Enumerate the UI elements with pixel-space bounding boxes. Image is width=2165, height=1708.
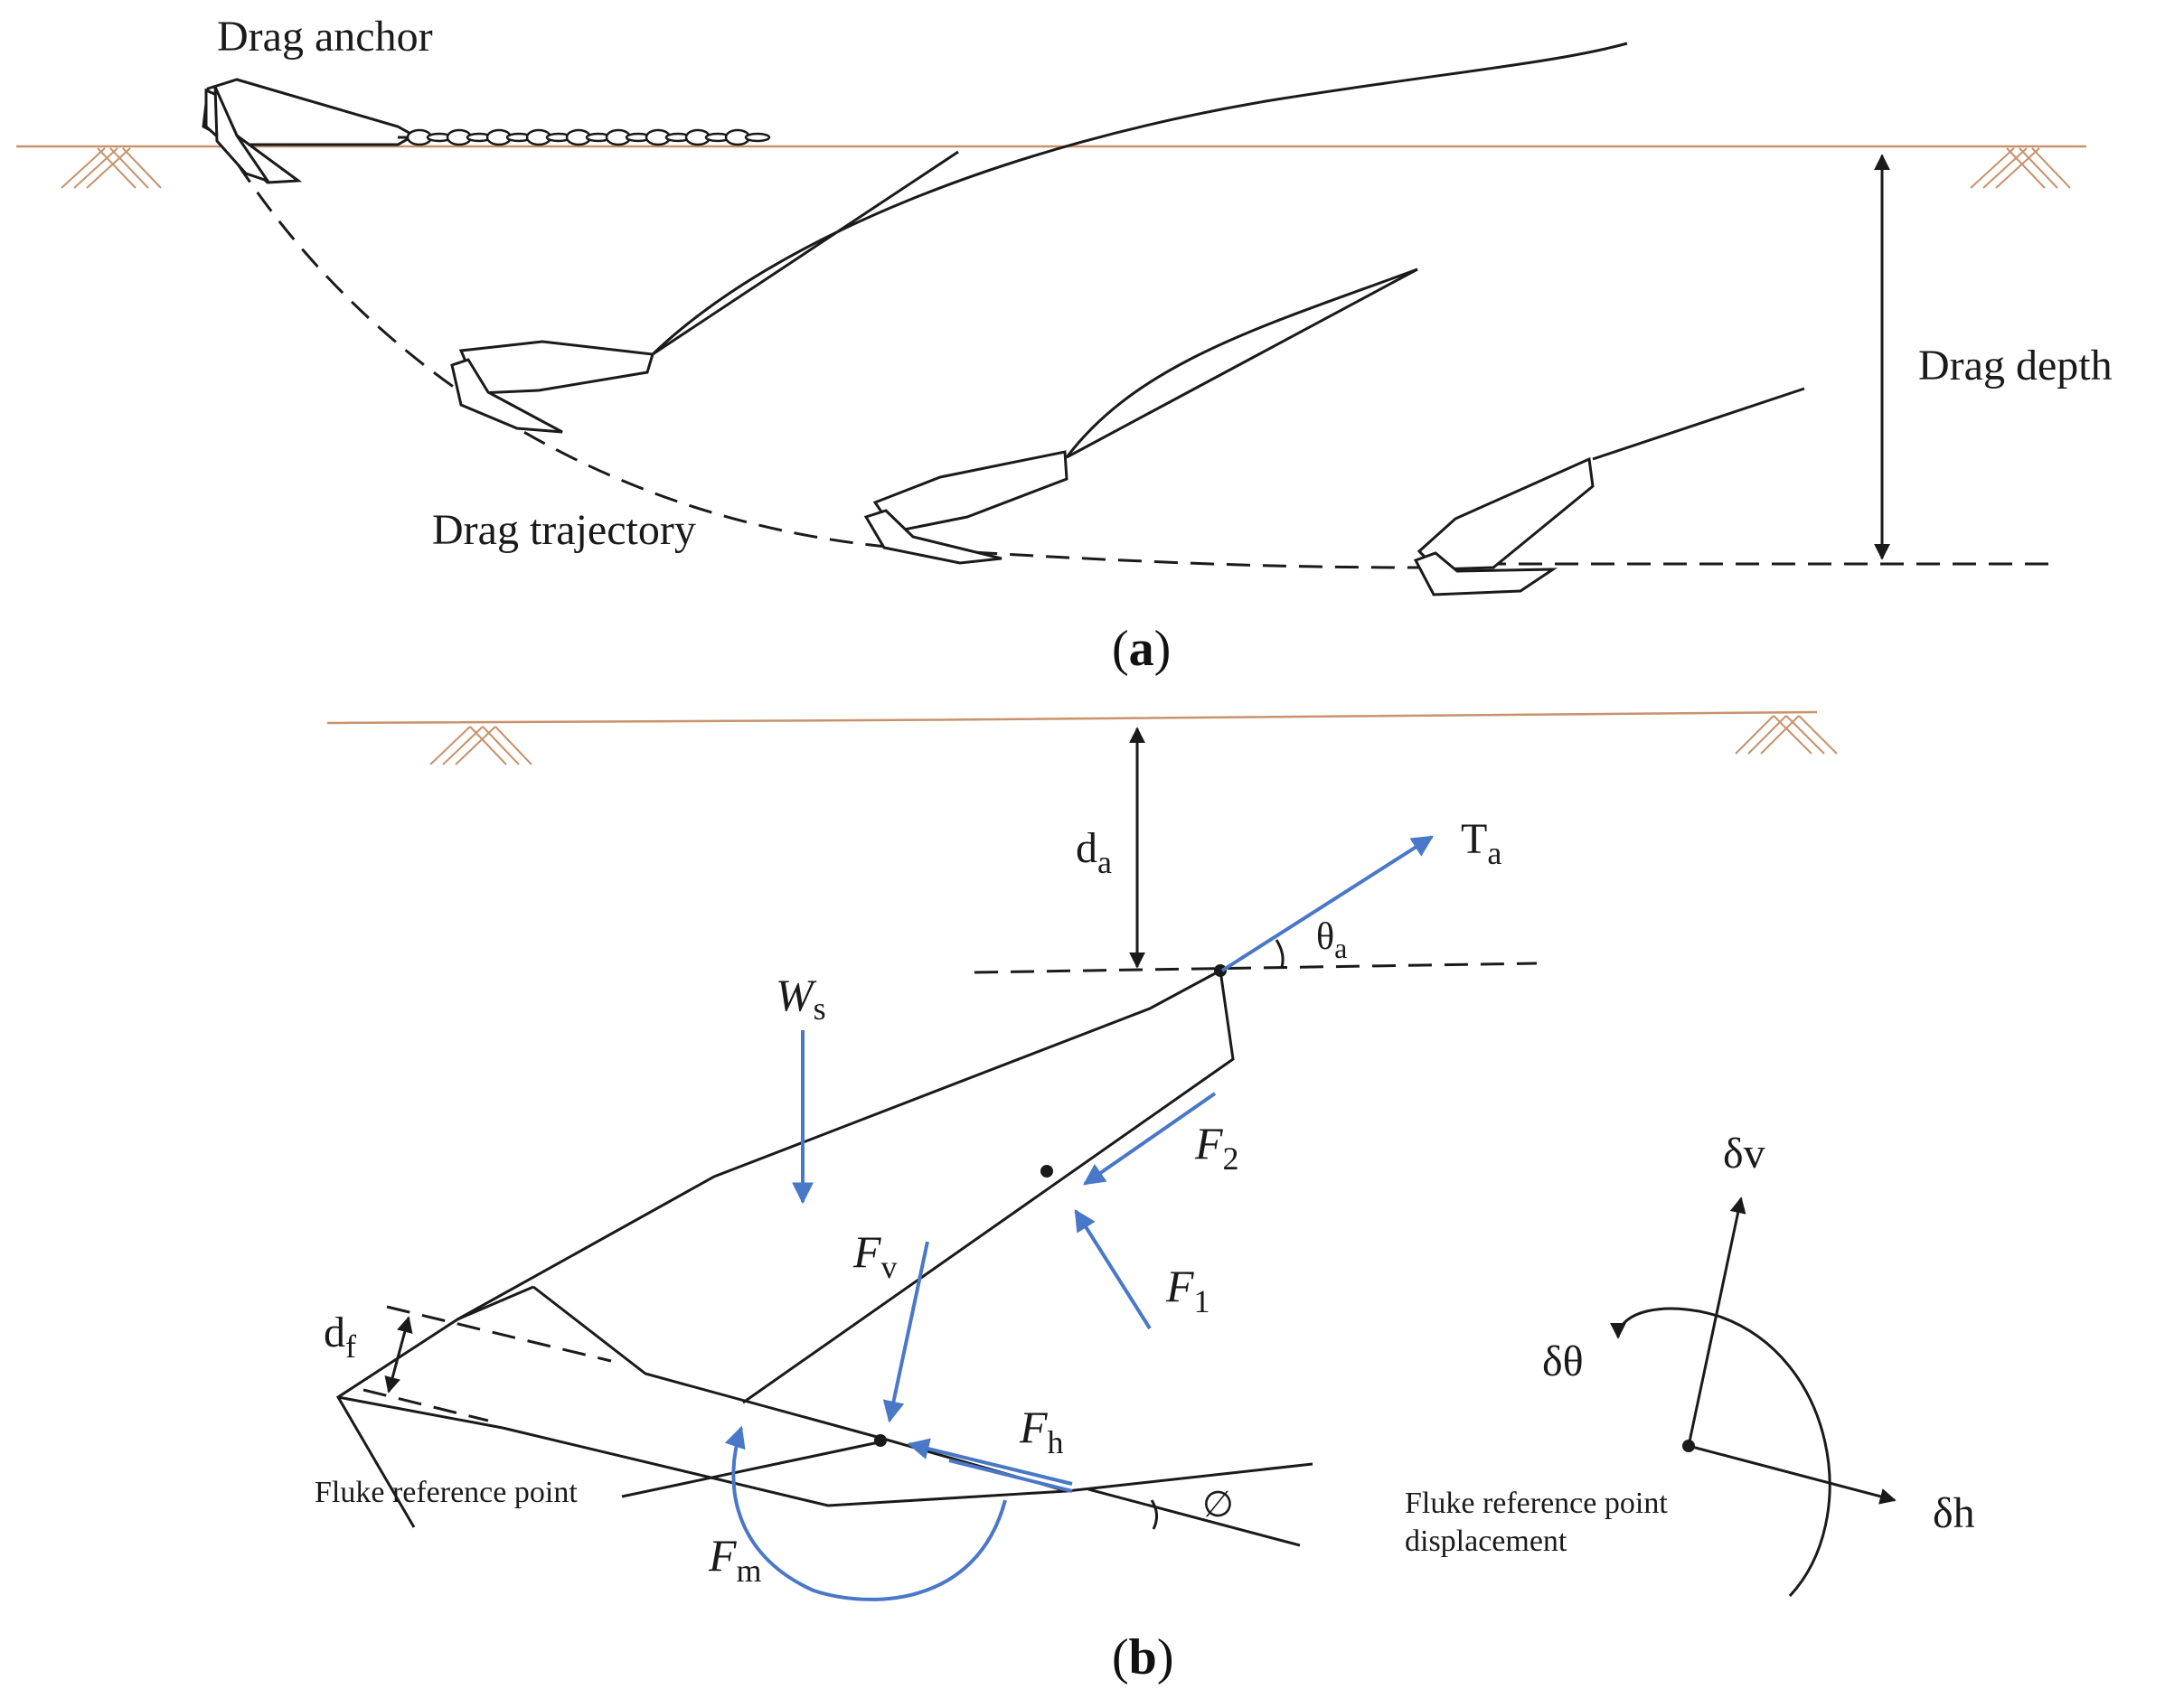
displacement-origin-dot	[1682, 1440, 1695, 1452]
padeye-reference-line	[974, 962, 1538, 974]
f2-application-point	[1040, 1165, 1053, 1178]
label-drag-anchor: Drag anchor	[217, 13, 433, 61]
panel-b-caption: (b)	[1112, 1629, 1173, 1685]
seabed-line-b	[326, 710, 1818, 725]
delta-h-arrow	[1688, 1444, 1897, 1505]
label-Fv: Fv	[852, 1226, 898, 1285]
label-Fm: Fm	[708, 1530, 762, 1589]
delta-theta-arrow	[1610, 1307, 1831, 1598]
delta-v-arrow	[1687, 1197, 1746, 1447]
fluke-dash-lower	[362, 1388, 489, 1422]
anchor-cable-long	[651, 42, 1628, 356]
Fh-force-arrow	[907, 1438, 1073, 1486]
F2-force-arrow	[1083, 1092, 1217, 1186]
label-Fh: Fh	[1019, 1402, 1064, 1460]
label-delta-h: δh	[1933, 1489, 1975, 1537]
label-fluke-reference-point: Fluke reference point	[315, 1476, 578, 1509]
label-theta-a: θa	[1316, 916, 1347, 964]
label-Ws: Ws	[776, 970, 826, 1027]
anchor-chain	[398, 128, 771, 146]
Fh-force-arrow-double	[948, 1459, 1073, 1493]
theta-a-angle-arc	[1275, 939, 1285, 968]
anchor-position-1	[202, 78, 418, 184]
anchor-cable-mid	[1065, 267, 1418, 458]
padeye-point	[1214, 964, 1227, 977]
anchor-free-body	[335, 969, 1313, 1547]
label-drag-trajectory: Drag trajectory	[432, 506, 696, 554]
label-phi: ∅	[1202, 1484, 1234, 1525]
label-drag-depth: Drag depth	[1918, 342, 2113, 389]
fluke-reference-leader	[621, 1441, 880, 1498]
Fv-force-arrow	[882, 1241, 929, 1423]
df-dimension-arrow	[384, 1316, 413, 1394]
Fm-moment-arrow	[724, 1425, 1007, 1601]
label-F2: F2	[1194, 1118, 1239, 1177]
anchor-position-3	[863, 267, 1418, 565]
anchor-position-2	[450, 150, 959, 434]
label-Ta: Ta	[1461, 815, 1501, 871]
F1-force-arrow	[1074, 1208, 1152, 1330]
Ta-force-arrow	[1220, 835, 1435, 972]
panel-a-caption: (a)	[1112, 621, 1171, 677]
label-delta-v: δv	[1723, 1130, 1765, 1178]
label-delta-theta: δθ	[1542, 1337, 1584, 1385]
label-df: df	[324, 1309, 356, 1365]
chain-link	[744, 132, 771, 143]
displacement-indicator	[1610, 1197, 1897, 1598]
seabed-hatch-left-b	[429, 726, 532, 765]
phi-angle-arc	[1150, 1499, 1158, 1530]
fluke-dash-upper	[386, 1305, 612, 1363]
anchor-position-4	[1413, 387, 1805, 596]
drag-trajectory-path	[235, 162, 1420, 569]
seabed-hatch-right-a	[1970, 147, 2071, 189]
fluke-reference-point-dot	[874, 1434, 887, 1447]
panel-a: Drag anchor Drag depth Drag trajectory (…	[16, 13, 2113, 677]
label-da: da	[1076, 824, 1112, 880]
seabed-hatch-left-a	[61, 147, 162, 189]
panel-b: da Ta θa Ws F2 F1 Fv Fh Fm df ∅ Fluke re…	[315, 710, 1975, 1685]
label-displacement-line1: Fluke reference point	[1405, 1487, 1668, 1520]
label-displacement-line2: displacement	[1405, 1525, 1567, 1558]
label-F1: F1	[1165, 1261, 1210, 1319]
seabed-hatch-right-b	[1735, 715, 1838, 755]
